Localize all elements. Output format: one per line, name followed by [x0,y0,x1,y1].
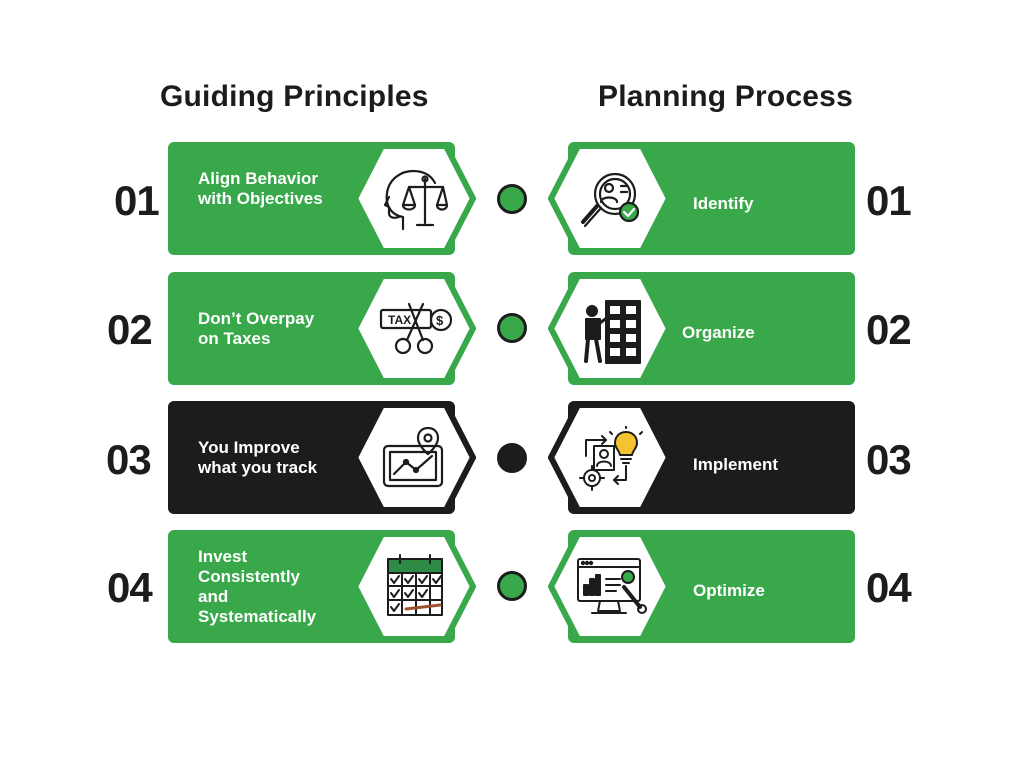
tablet-chart-location-icon [380,424,446,495]
process-label: Organize [682,323,755,342]
process-icon-hexagon [548,401,672,514]
principle-icon-hexagon [352,142,476,255]
principle-number: 03 [106,436,152,483]
mind-balance-icon [381,167,449,238]
person-shelves-icon [578,297,642,370]
process-number: 01 [866,177,912,224]
process-number: 02 [866,306,912,353]
principle-label: Align Behavior with Objectives [198,169,323,208]
magnify-profile-icon [579,170,645,239]
principle-number: 01 [114,177,160,224]
svg-text:$: $ [436,313,444,328]
principle-label: Don’t Overpay on Taxes [198,309,315,348]
process-number: 04 [866,564,912,611]
principle-number: 02 [107,306,153,353]
process-label: Identify [693,194,754,213]
connector-dot [497,313,527,343]
process-label: Implement [693,455,779,474]
connector-dot [497,571,527,601]
process-label: Optimize [693,581,765,600]
idea-process-icon [576,425,644,497]
calendar-checklist-icon [384,553,446,624]
principle-label: Invest Consistently and Systematically [198,547,317,626]
guiding-principles-heading: Guiding Principles [160,80,429,113]
principle-number: 04 [107,564,153,611]
tax-scissors-icon: TAX $ [379,302,453,363]
connector-dot [497,443,527,473]
monitor-wrench-icon [576,557,648,622]
planning-process-heading: Planning Process [598,80,853,113]
principle-label: You Improve what you track [198,438,318,477]
process-number: 03 [866,436,912,483]
svg-text:TAX: TAX [388,313,411,327]
connector-dot [497,184,527,214]
